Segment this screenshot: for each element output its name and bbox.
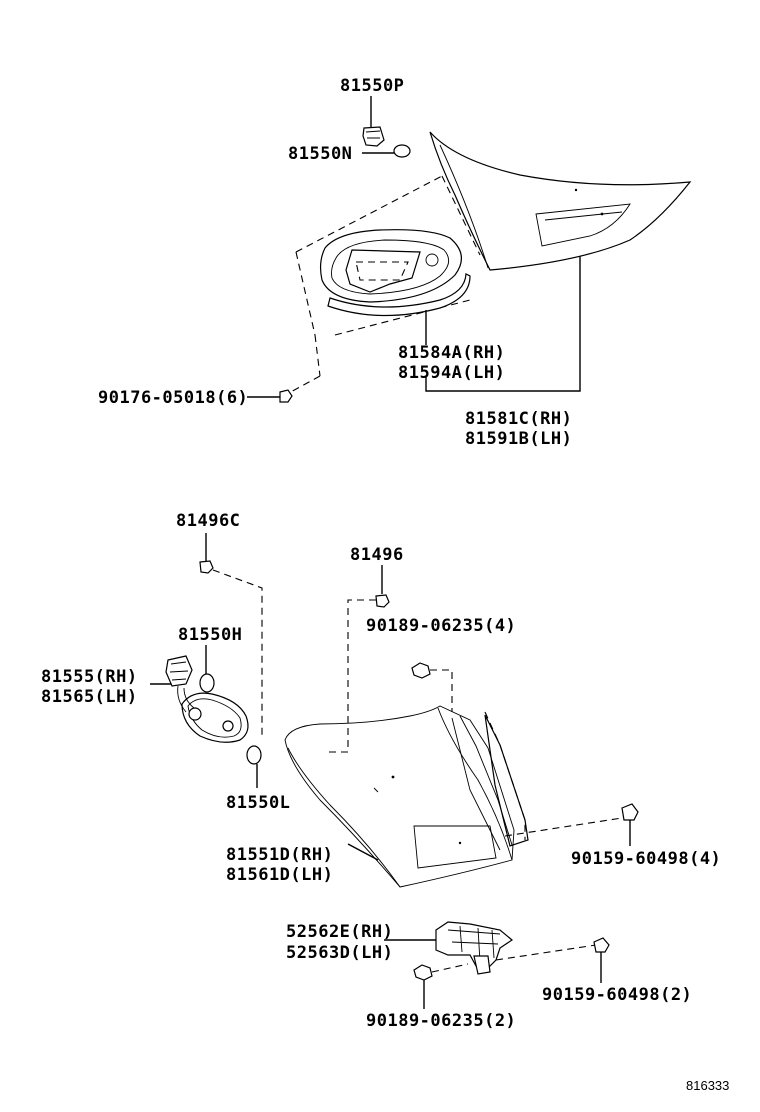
label-90189-b: 90189-06235(2) — [366, 1011, 516, 1031]
label-81581C: 81581C(RH) — [465, 409, 572, 429]
screw-90189-a — [411, 662, 453, 712]
bulb-socket-81550P — [362, 96, 385, 147]
outer-lens-81581C — [429, 131, 692, 271]
label-90159-a: 90159-60498(4) — [571, 849, 721, 869]
label-81550P: 81550P — [340, 76, 404, 96]
screw-90159-a — [621, 803, 639, 846]
label-81584A: 81584A(RH) — [398, 343, 505, 363]
screw-90189-b — [413, 963, 469, 1009]
label-90189-a: 90189-06235(4) — [366, 616, 516, 636]
label-81551D: 81551D(RH) — [226, 845, 333, 865]
bulb-81550H — [199, 645, 215, 693]
label-52562E: 52562E(RH) — [286, 922, 393, 942]
label-81550N: 81550N — [288, 144, 352, 164]
clip-81496 — [325, 565, 390, 753]
label-81496: 81496 — [350, 545, 404, 565]
housing-gasket-81584A — [319, 229, 471, 317]
label-81496C: 81496C — [176, 511, 240, 531]
label-81555: 81555(RH) — [41, 667, 138, 687]
label-81550H: 81550H — [178, 625, 242, 645]
label-81591B: 81591B(LH) — [465, 429, 572, 449]
screw-90176 — [247, 389, 293, 403]
label-81565: 81565(LH) — [41, 687, 138, 707]
lower-lamp-assembly — [150, 533, 639, 1009]
label-81561D: 81561D(LH) — [226, 865, 333, 885]
label-90176: 90176-05018(6) — [98, 388, 248, 408]
lamp-body-81551D — [284, 705, 623, 888]
bulb-81550N — [362, 144, 411, 158]
screw-90159-b — [593, 937, 610, 983]
socket-harness-81555 — [150, 655, 249, 743]
label-81550L: 81550L — [226, 793, 290, 813]
label-81594A: 81594A(LH) — [398, 363, 505, 383]
diagram-code: 816333 — [686, 1078, 729, 1093]
clip-81496C — [199, 533, 263, 738]
bracket-52562E — [384, 921, 597, 975]
label-52563D: 52563D(LH) — [286, 943, 393, 963]
bulb-81550L — [246, 745, 262, 788]
upper-lamp-assembly — [247, 96, 692, 403]
label-90159-b: 90159-60498(2) — [542, 985, 692, 1005]
